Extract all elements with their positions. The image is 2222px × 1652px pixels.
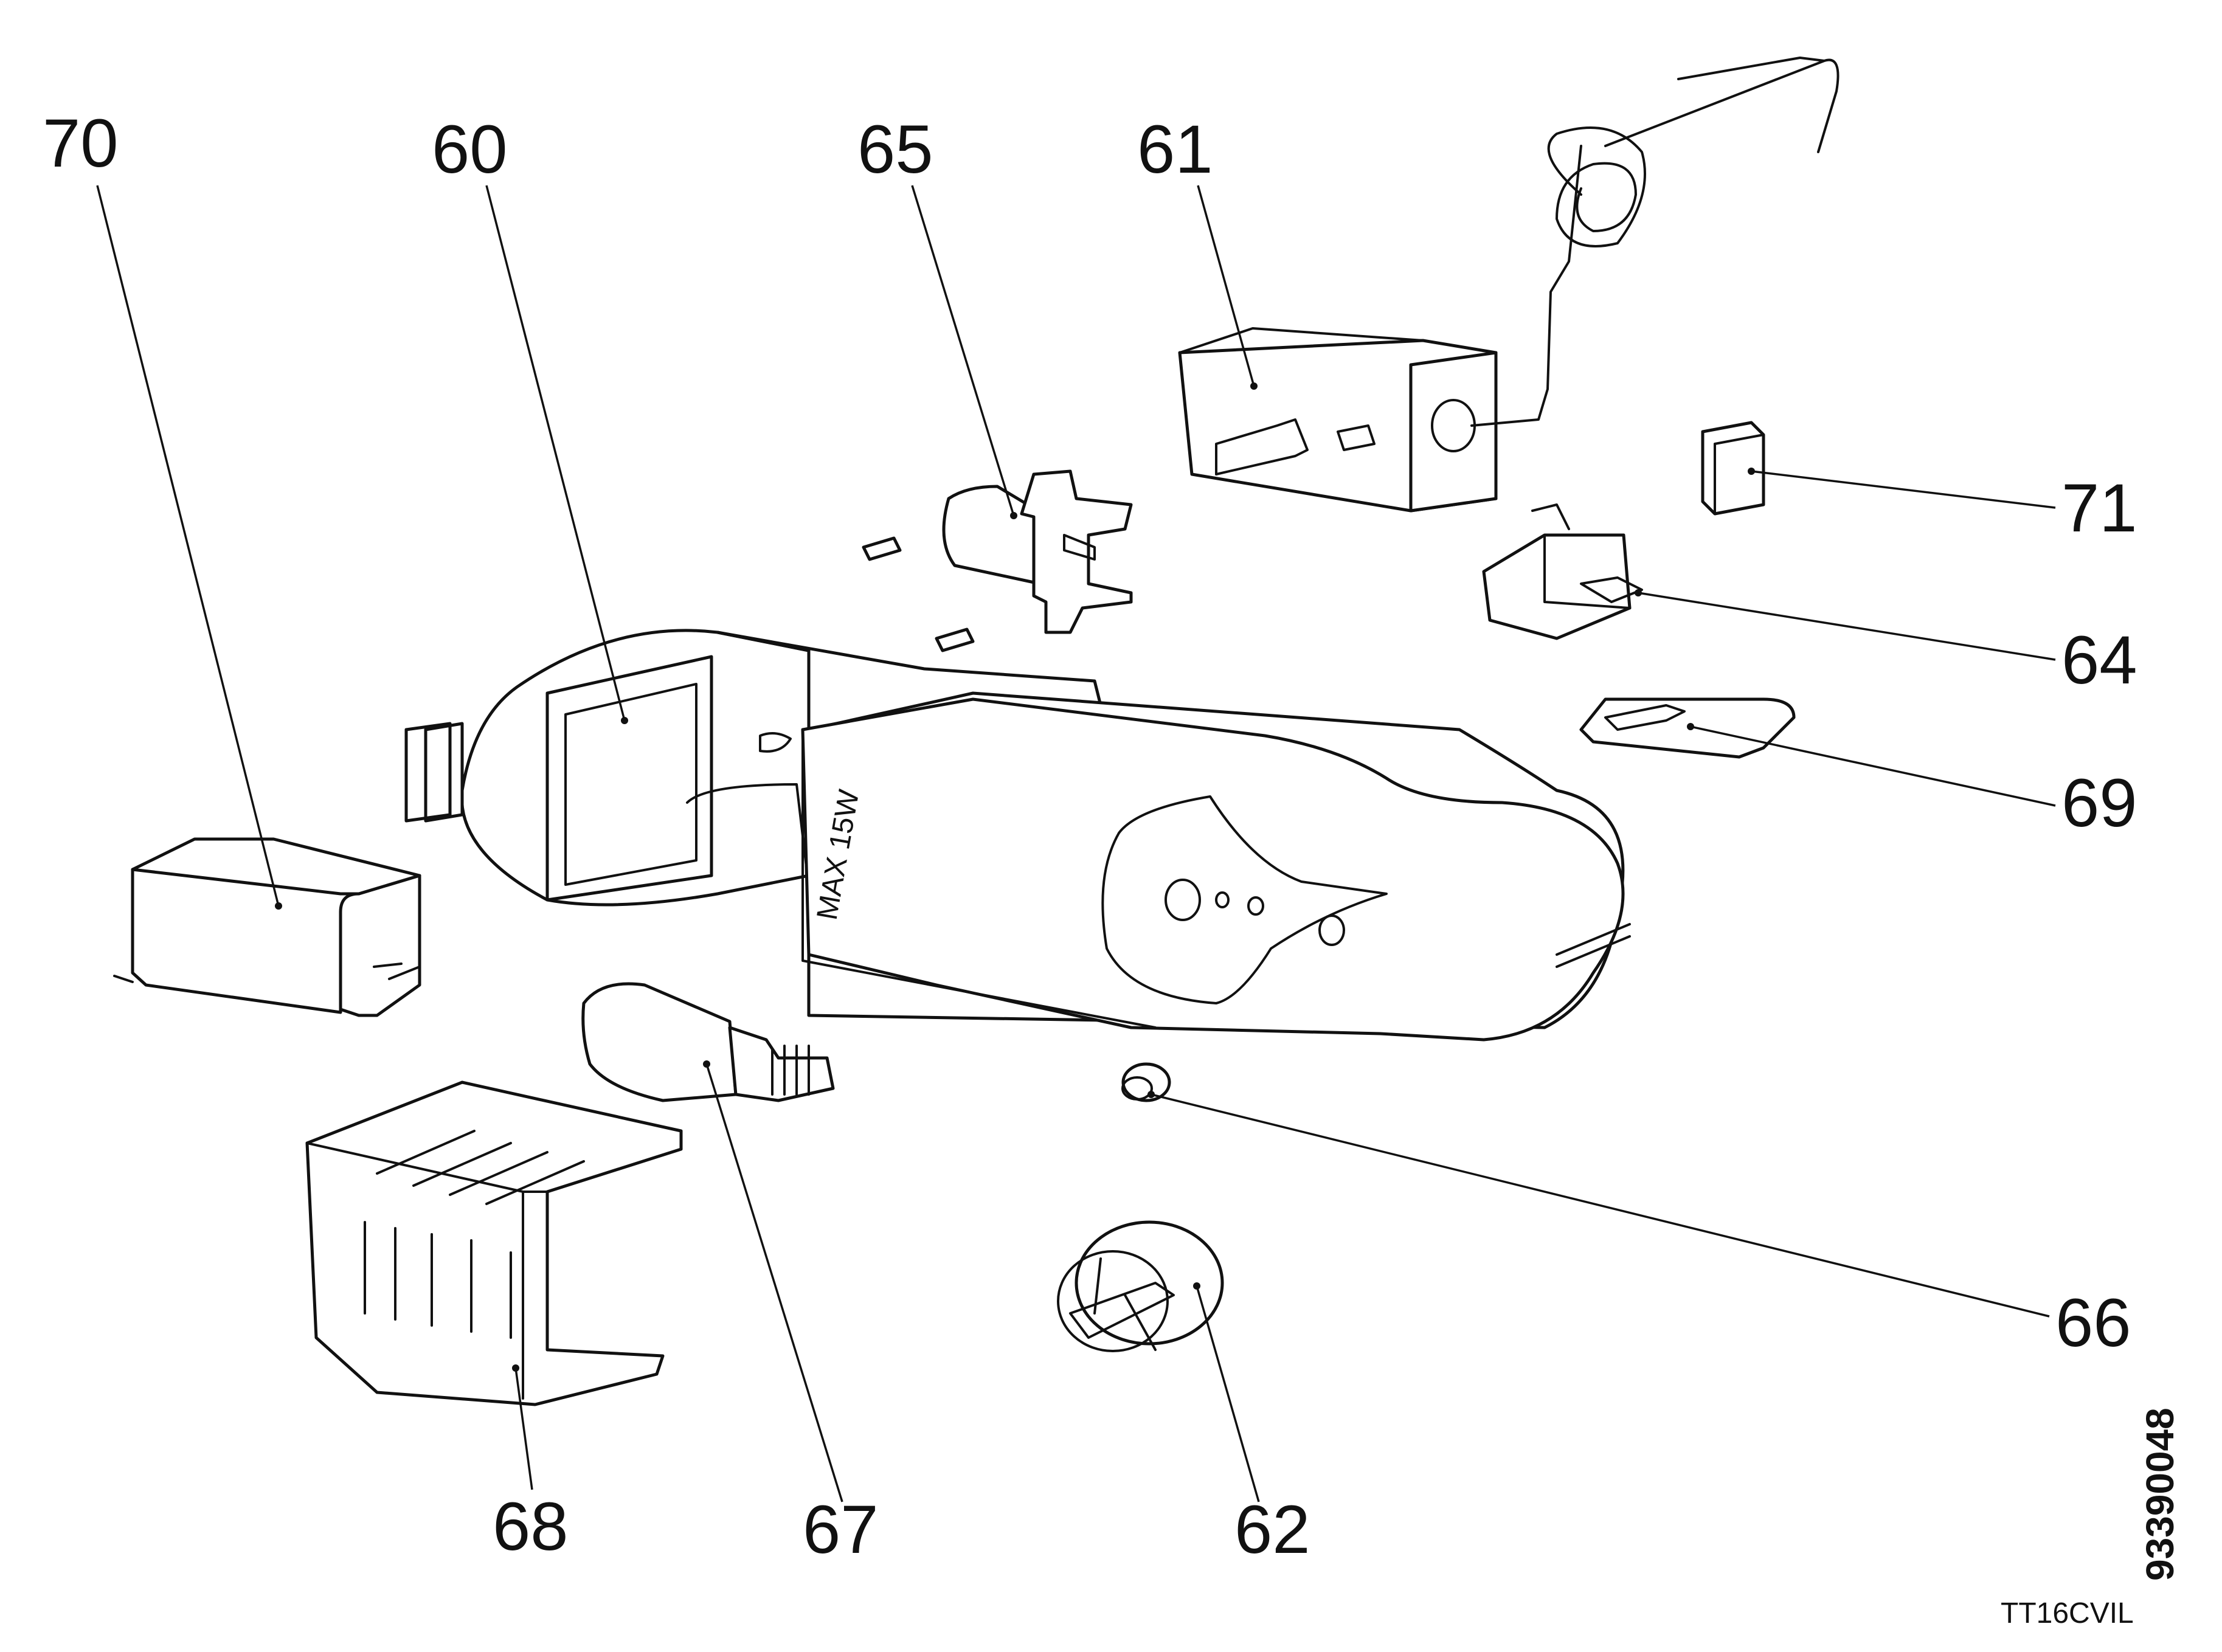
callout-71: 71 bbox=[2061, 470, 2137, 546]
leader-64 bbox=[1638, 592, 2056, 661]
part-62-knob bbox=[1057, 1220, 1224, 1352]
part-60-housing bbox=[404, 629, 1631, 1042]
part-67-bulb bbox=[581, 982, 835, 1102]
callout-62: 62 bbox=[1234, 1491, 1310, 1567]
leader-70 bbox=[96, 185, 280, 907]
callout-66: 66 bbox=[2055, 1285, 2131, 1361]
callout-60: 60 bbox=[432, 111, 508, 187]
callout-70: 70 bbox=[43, 105, 119, 181]
part-70-bracket bbox=[113, 837, 421, 1017]
part-69-plate bbox=[1579, 697, 1796, 759]
part-68-grille bbox=[305, 1080, 683, 1406]
part-71-cover bbox=[1701, 421, 1765, 516]
figure-code: TT16CVIL bbox=[2001, 1597, 2134, 1630]
part-61-thermostat bbox=[1178, 57, 1840, 513]
leader-71 bbox=[1751, 470, 2056, 509]
callout-68: 68 bbox=[493, 1488, 569, 1564]
leader-67 bbox=[705, 1063, 843, 1502]
leader-69 bbox=[1690, 725, 2056, 807]
leader-61 bbox=[1197, 185, 1255, 387]
leader-66 bbox=[1151, 1093, 2050, 1318]
leader-65 bbox=[911, 185, 1015, 516]
document-number: 93390048 bbox=[2138, 1408, 2182, 1581]
leader-60 bbox=[485, 185, 626, 721]
part-64-switch bbox=[1482, 503, 1643, 640]
callout-69: 69 bbox=[2061, 765, 2137, 841]
callout-64: 64 bbox=[2061, 622, 2137, 698]
leader-68 bbox=[514, 1367, 533, 1490]
leader-62 bbox=[1196, 1285, 1260, 1502]
callout-61: 61 bbox=[1137, 111, 1213, 187]
callout-65: 65 bbox=[857, 111, 933, 187]
leader-lines bbox=[96, 185, 2056, 1502]
part-66-plug bbox=[1121, 1062, 1171, 1102]
callout-67: 67 bbox=[803, 1491, 879, 1567]
part-65-lamp-holder bbox=[862, 469, 1133, 652]
